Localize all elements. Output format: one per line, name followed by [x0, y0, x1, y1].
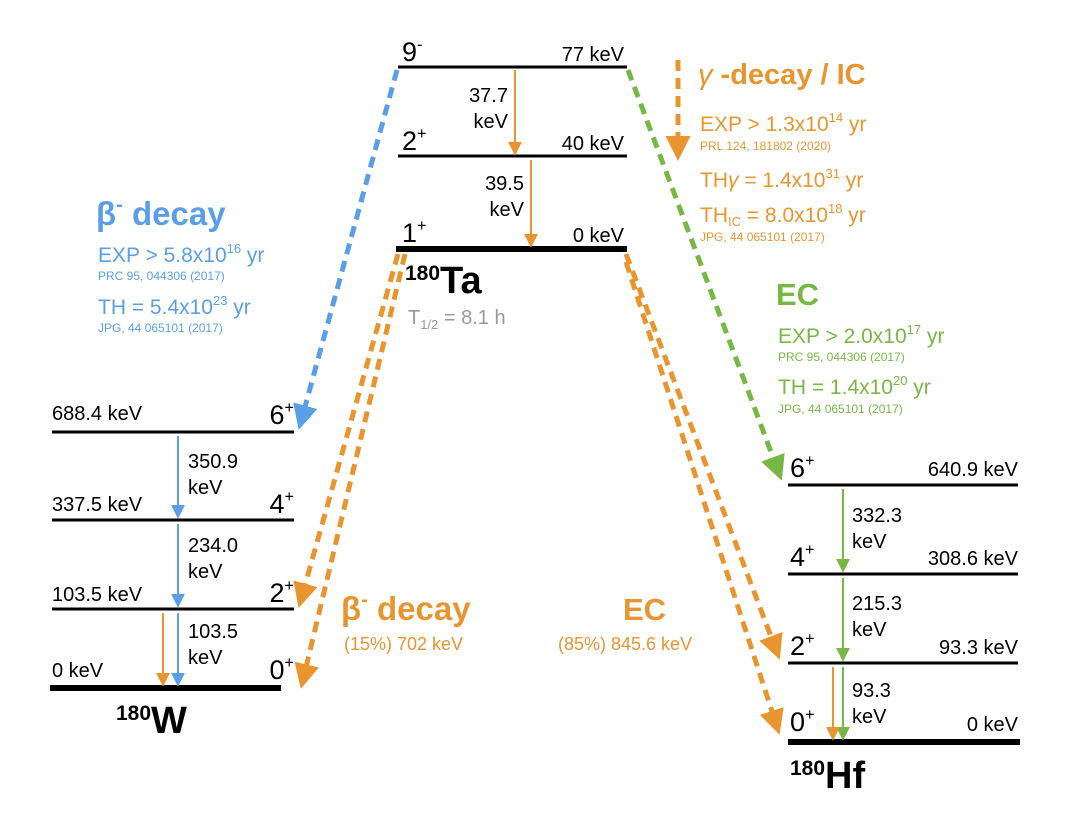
beta-upper-exp-ref: PRC 95, 044306 (2017): [98, 269, 225, 283]
hf-transition-unit: keV: [852, 619, 887, 641]
w-level-spin: 0+: [270, 654, 295, 685]
hf-level-energy: 93.3 keV: [939, 637, 1019, 659]
decay-arrows: [293, 60, 785, 735]
ta-level-spin: 9-: [402, 36, 422, 67]
beta-decay-ground-arrow: [293, 253, 401, 608]
ta-transition-unit: keV: [474, 111, 509, 133]
hf-transition-unit: keV: [852, 706, 887, 728]
ec-upper-exp: EXP > 2.0x1017 yr: [778, 322, 944, 348]
beta-decay-9-minus-arrow: [293, 69, 400, 430]
w-level-spin: 4+: [270, 488, 295, 519]
ta-level-energy: 0 keV: [573, 225, 625, 247]
ta-transition-energy: 37.7: [469, 85, 508, 107]
w-transition-unit: keV: [188, 477, 223, 499]
ta-transition-energy: 39.5: [485, 173, 524, 195]
hf-level-energy: 0 keV: [967, 714, 1019, 736]
w-nucleus-label: 180W: [116, 700, 187, 742]
beta-upper-exp: EXP > 5.8x1016 yr: [98, 241, 264, 267]
w-transition-unit: keV: [188, 647, 223, 669]
gamma-th-ref: JPG, 44 065101 (2017): [700, 230, 825, 244]
gamma-th-gamma: THγ = 1.4x1031 yr: [700, 166, 863, 192]
hf-level-energy: 308.6 keV: [928, 548, 1019, 570]
hf-level-scheme: 6+ 640.9 keV 4+ 308.6 keV 2+ 93.3 keV 0+…: [788, 452, 1020, 797]
ta-transition-unit: keV: [490, 199, 525, 221]
hf-level-spin: 2+: [790, 630, 815, 661]
ta-half-life: T1/2 = 8.1 h: [408, 307, 506, 332]
hf-nucleus-label: 180Hf: [790, 755, 865, 797]
w-level-scheme: 688.4 keV 6+ 337.5 keV 4+ 103.5 keV 2+ 0…: [50, 399, 294, 742]
gamma-annotation: γ -decay / IC EXP > 1.3x1014 yr PRL 124,…: [698, 59, 866, 244]
w-level-energy: 0 keV: [52, 660, 104, 682]
hf-level-spin: 0+: [790, 706, 815, 737]
w-transition-unit: keV: [188, 561, 223, 583]
hf-level-spin: 4+: [790, 541, 815, 572]
gamma-title: γ -decay / IC: [698, 59, 866, 91]
ec-decay-ground-arrow: [623, 261, 784, 735]
ec-upper-exp-ref: PRC 95, 044306 (2017): [778, 350, 905, 364]
ec-upper-th: TH = 1.4x1020 yr: [778, 373, 931, 399]
ec-upper-th-ref: JPG, 44 065101 (2017): [778, 402, 903, 416]
w-transition-energy: 103.5: [188, 621, 238, 643]
beta-lower-title: β- decay: [341, 589, 471, 627]
hf-transition-energy: 93.3: [852, 680, 891, 702]
ec-lower-detail: (85%) 845.6 keV: [558, 634, 692, 654]
hf-level-energy: 640.9 keV: [928, 459, 1019, 481]
ta-level-spin: 2+: [402, 125, 427, 156]
ec-decay-9-minus-arrow: [625, 69, 785, 481]
beta-upper-title: β- decay: [96, 194, 226, 232]
hf-transition-energy: 332.3: [852, 505, 902, 527]
w-transition-energy: 234.0: [188, 535, 238, 557]
ec-upper-title: EC: [776, 277, 819, 312]
ta-level-energy: 77 keV: [562, 44, 625, 66]
ta-level-scheme: 9- 77 keV 2+ 40 keV 1+ 0 keV 37.7 keV 39…: [396, 36, 627, 332]
beta-lower-detail: (15%) 702 keV: [344, 634, 463, 654]
ec-lower-annotation: EC (85%) 845.6 keV: [558, 592, 692, 654]
hf-level-spin: 6+: [790, 452, 815, 483]
w-level-spin: 2+: [270, 577, 295, 608]
ta-level-spin: 1+: [402, 217, 427, 248]
gamma-exp: EXP > 1.3x1014 yr: [700, 110, 866, 136]
ec-lower-title: EC: [623, 592, 666, 627]
ta-level-energy: 40 keV: [562, 133, 625, 155]
beta-upper-th-ref: JPG, 44 065101 (2017): [98, 321, 223, 335]
w-level-energy: 103.5 keV: [52, 584, 143, 606]
w-level-spin: 6+: [270, 399, 295, 430]
ec-upper-annotation: EC EXP > 2.0x1017 yr PRC 95, 044306 (201…: [776, 277, 944, 416]
beta-upper-th: TH = 5.4x1023 yr: [98, 293, 251, 319]
w-transition-energy: 350.9: [188, 451, 238, 473]
gamma-th-ic: THIC = 8.0x1018 yr: [700, 201, 866, 229]
w-level-energy: 688.4 keV: [52, 403, 143, 425]
w-level-energy: 337.5 keV: [52, 494, 143, 516]
hf-transition-energy: 215.3: [852, 593, 902, 615]
beta-lower-annotation: β- decay (15%) 702 keV: [341, 589, 471, 654]
ta-nucleus-label: 180Ta: [405, 260, 482, 302]
beta-upper-annotation: β- decay EXP > 5.8x1016 yr PRC 95, 04430…: [96, 194, 264, 335]
beta-decay-ground-arrow: [294, 253, 408, 689]
gamma-exp-ref: PRL 124, 181802 (2020): [700, 139, 831, 153]
hf-transition-unit: keV: [852, 531, 887, 553]
